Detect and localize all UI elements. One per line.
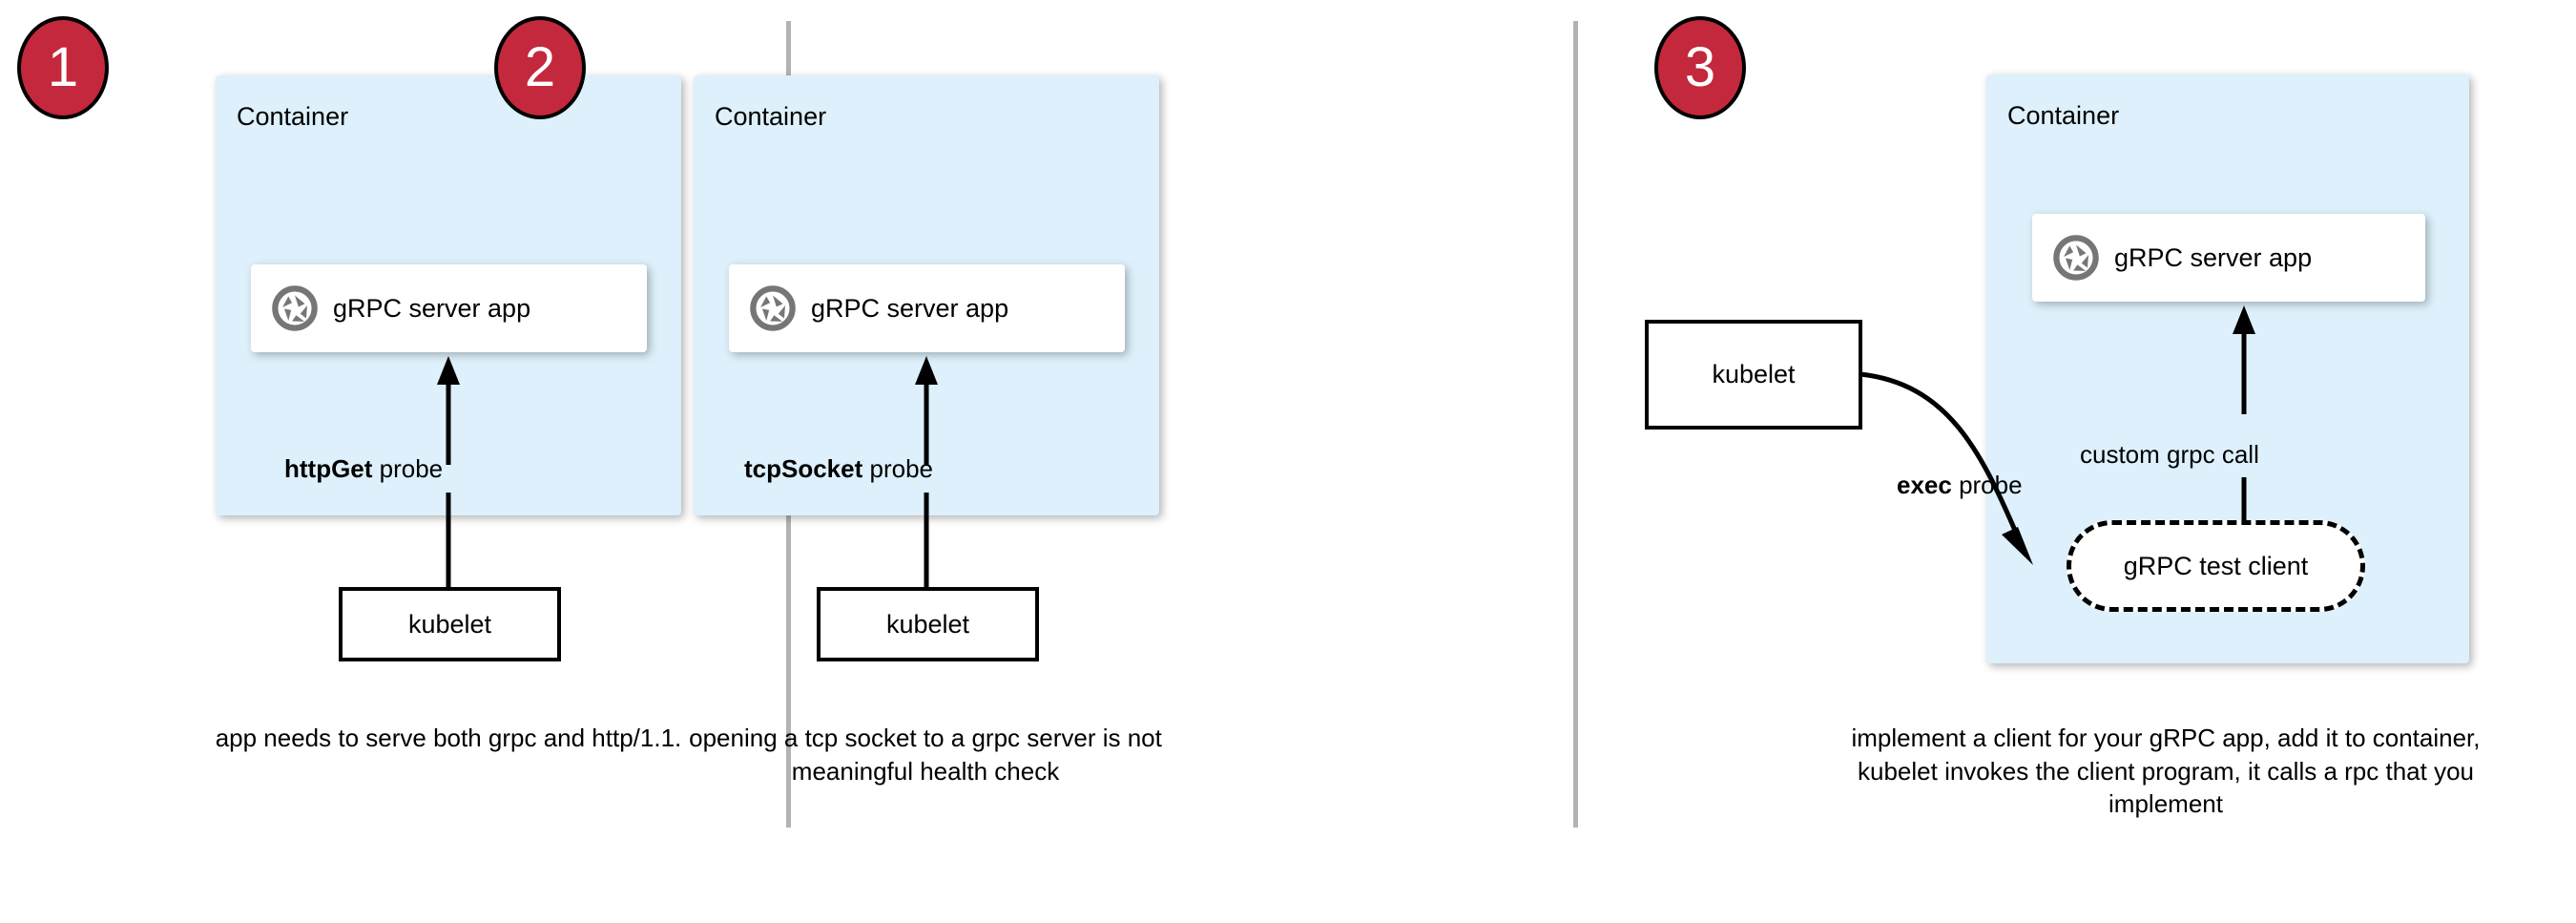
step-badge-number: 3 xyxy=(1684,36,1716,98)
tcpsocket-probe-label: tcpSocket probe xyxy=(744,454,933,484)
panel-divider-2 xyxy=(1573,21,1578,828)
step-badge-2: 2 xyxy=(494,16,586,119)
kubelet-label: kubelet xyxy=(885,609,970,639)
grpc-server-app-card-1: gRPC server app xyxy=(251,264,647,352)
probe-word: probe xyxy=(372,454,444,483)
step-badge-number: 1 xyxy=(47,36,79,98)
container-label: Container xyxy=(715,102,827,131)
kubelet-label: kubelet xyxy=(1712,360,1796,388)
grpc-server-app-label: gRPC server app xyxy=(2114,242,2313,272)
grpc-server-app-card-2: gRPC server app xyxy=(729,264,1125,352)
step-badge-1: 1 xyxy=(17,16,109,119)
panel-caption-1: app needs to serve both grpc and http/1.… xyxy=(215,724,682,752)
panel-caption-3: implement a client for your gRPC app, ad… xyxy=(1851,724,2481,819)
step-badge-number: 2 xyxy=(524,36,556,98)
kubelet-box-1: kubelet xyxy=(339,587,561,661)
aperture-icon xyxy=(272,285,318,331)
kubelet-box-3: kubelet xyxy=(1645,320,1862,430)
httpget-probe-label: httpGet probe xyxy=(284,454,443,484)
kubelet-box-2: kubelet xyxy=(817,587,1039,661)
aperture-icon xyxy=(750,285,796,331)
probe-word: probe xyxy=(1951,471,2023,499)
grpc-test-client-label: gRPC test client xyxy=(2123,551,2309,580)
probe-type-bold: httpGet xyxy=(284,454,373,483)
container-label: Container xyxy=(237,102,349,131)
kubelet-label: kubelet xyxy=(407,609,492,639)
custom-grpc-call-label: custom grpc call xyxy=(2080,440,2259,469)
grpc-server-app-label: gRPC server app xyxy=(333,293,531,323)
probe-type-bold: tcpSocket xyxy=(744,454,863,483)
aperture-icon xyxy=(2053,235,2099,281)
step-badge-3: 3 xyxy=(1654,16,1746,119)
container-label: Container xyxy=(2007,101,2120,130)
grpc-server-app-card-3: gRPC server app xyxy=(2032,214,2425,302)
exec-probe-label: exec probe xyxy=(1897,471,2023,500)
grpc-test-client-box: gRPC test client xyxy=(2067,520,2365,612)
grpc-server-app-label: gRPC server app xyxy=(811,293,1009,323)
panel-caption-2: opening a tcp socket to a grpc server is… xyxy=(689,724,1162,786)
probe-type-bold: exec xyxy=(1897,471,1952,499)
probe-word: probe xyxy=(862,454,933,483)
